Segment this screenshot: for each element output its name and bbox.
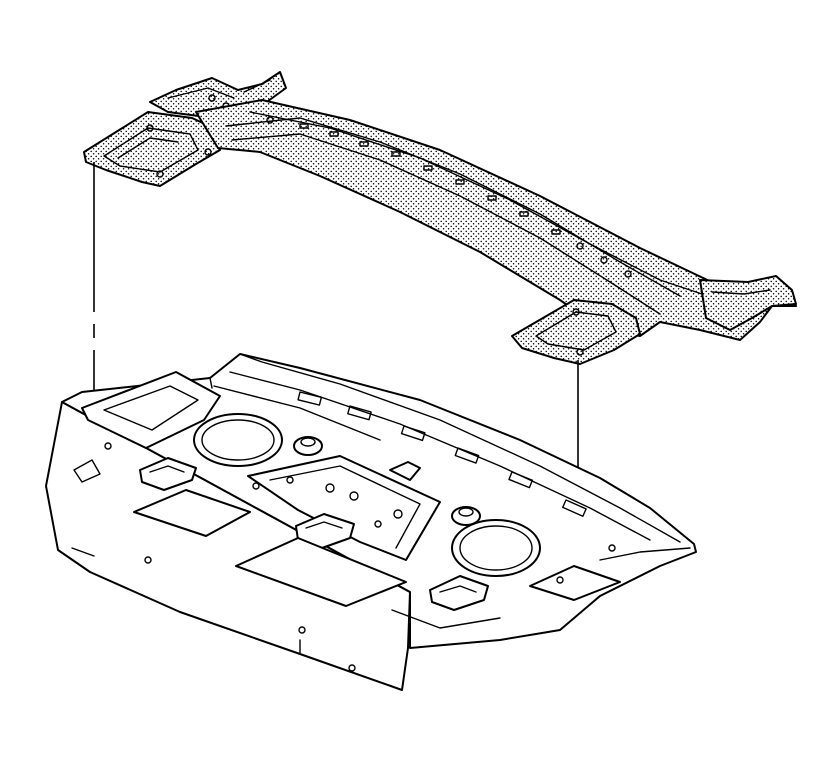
upper-reinforcement-bar (83, 71, 797, 365)
right-speaker-opening (451, 519, 541, 577)
bar-left-flange (83, 111, 221, 187)
center-rect-cutout (235, 537, 407, 607)
rear-shelf-panel (45, 353, 697, 691)
left-mount-pad (81, 371, 221, 449)
bar-right-end-bracket (699, 275, 797, 331)
shelf-bosses (293, 436, 481, 526)
right-rect-cutout (529, 565, 621, 601)
rear-ridge-slots (297, 391, 587, 517)
bar-main-beam (195, 99, 797, 341)
shelf-brackets (139, 457, 489, 611)
center-recess (247, 455, 441, 561)
left-rect-cutout (133, 489, 251, 537)
left-speaker-opening (193, 413, 283, 467)
